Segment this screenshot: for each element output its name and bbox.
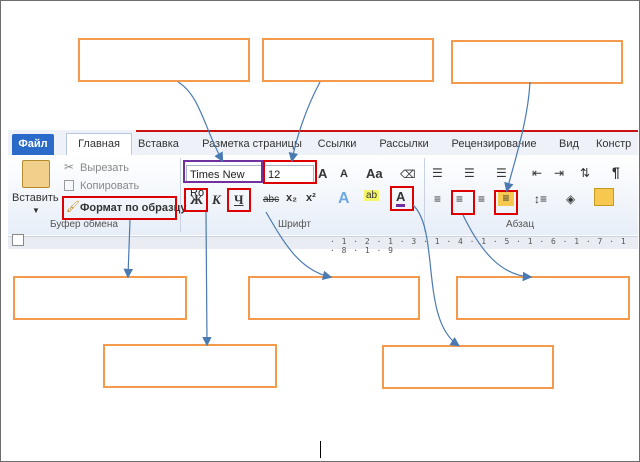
underline-button[interactable]: Ч — [234, 192, 244, 207]
format-painter-highlight — [62, 196, 177, 220]
tab-view[interactable]: Вид — [559, 138, 579, 150]
strikethrough-button[interactable]: abc — [263, 194, 280, 205]
label-box — [78, 38, 250, 82]
group-separator — [424, 158, 425, 232]
label-box — [262, 38, 434, 82]
arrow — [462, 214, 533, 282]
format-painter-button[interactable]: Формат по образцу — [80, 202, 187, 214]
tab-insert[interactable]: Вставка — [138, 138, 179, 150]
arrow — [412, 204, 461, 347]
tab-selector[interactable] — [12, 234, 24, 246]
align-center-highlight — [451, 190, 475, 215]
label-box — [456, 276, 630, 320]
superscript-button[interactable]: x² — [306, 192, 316, 204]
scissors-icon: ✂ — [64, 160, 75, 174]
multilevel-list-icon[interactable]: ☰ — [496, 166, 507, 180]
tab-design[interactable]: Констр — [596, 138, 632, 150]
arrow — [123, 219, 134, 279]
label-box — [103, 344, 277, 388]
subscript-button[interactable]: x₂ — [286, 192, 298, 204]
clear-format-icon[interactable]: ⌫ — [400, 169, 416, 181]
copy-button[interactable]: Копировать — [80, 180, 140, 192]
paste-button[interactable]: Вставить — [12, 192, 59, 204]
label-box — [248, 276, 420, 320]
format-painter-icon: 🖌 — [66, 201, 80, 213]
text-effects-icon[interactable]: A — [338, 190, 350, 207]
tab-mailings[interactable]: Рассылки — [379, 138, 429, 150]
underline-highlight — [227, 188, 251, 212]
chevron-down-icon[interactable]: ▼ — [32, 206, 40, 215]
ribbon-panel — [8, 155, 638, 235]
font-color-highlight — [390, 186, 414, 211]
borders-icon[interactable] — [594, 188, 614, 206]
bold-button[interactable]: Ж — [190, 192, 203, 207]
highlight-icon[interactable]: ab — [364, 190, 380, 201]
font-group-label: Шрифт — [278, 219, 311, 230]
pilcrow-icon[interactable]: ¶ — [612, 164, 620, 180]
increase-indent-icon[interactable]: ⇥ — [554, 166, 565, 180]
shading-icon[interactable]: ◈ — [566, 192, 576, 206]
clipboard-group-label: Буфер обмена — [50, 219, 118, 230]
ribbon: Файл Главная Вставка Разметка страницы С… — [8, 130, 638, 255]
line-spacing-icon[interactable]: ↕≡ — [534, 192, 548, 206]
numbering-icon[interactable]: ☰ — [464, 166, 475, 180]
paragraph-group-label: Абзац — [506, 219, 535, 230]
font-size-field[interactable]: 12 — [264, 165, 314, 183]
sort-icon[interactable]: ⇅ — [580, 166, 591, 180]
align-center-icon[interactable]: ≡ — [456, 192, 464, 206]
label-box — [382, 345, 554, 389]
arrow — [504, 81, 531, 193]
arrow — [288, 81, 321, 163]
group-separator — [180, 158, 181, 232]
paste-icon — [22, 160, 50, 188]
arrow — [177, 81, 224, 163]
font-name-field[interactable]: Times New Ro — [186, 165, 262, 199]
align-right-icon[interactable]: ≡ — [478, 192, 486, 206]
accent-line — [136, 130, 638, 132]
align-left-icon[interactable]: ≡ — [434, 192, 442, 206]
bullets-icon[interactable]: ☰ — [432, 166, 443, 180]
change-case-button[interactable]: Aa — [366, 166, 383, 181]
arrow — [202, 211, 212, 347]
bold-highlight — [184, 188, 208, 212]
tab-review[interactable]: Рецензирование — [451, 138, 537, 150]
tab-file[interactable]: Файл — [12, 134, 54, 155]
label-box — [13, 276, 187, 320]
decrease-indent-icon[interactable]: ⇤ — [532, 166, 543, 180]
cut-button[interactable]: Вырезать — [80, 162, 129, 174]
justify-icon[interactable]: ≡ — [498, 190, 514, 206]
italic-button[interactable]: К — [212, 192, 221, 207]
shrink-font-icon[interactable]: A — [340, 168, 348, 180]
copy-icon — [64, 180, 74, 191]
tab-references[interactable]: Ссылки — [317, 138, 357, 150]
tab-home[interactable]: Главная — [66, 133, 132, 157]
tab-page-layout[interactable]: Разметка страницы — [202, 138, 302, 150]
grow-font-icon[interactable]: A — [318, 166, 328, 181]
label-box — [451, 40, 623, 84]
arrow — [265, 211, 333, 281]
font-color-button[interactable]: A — [396, 190, 406, 207]
text-cursor — [320, 441, 321, 458]
